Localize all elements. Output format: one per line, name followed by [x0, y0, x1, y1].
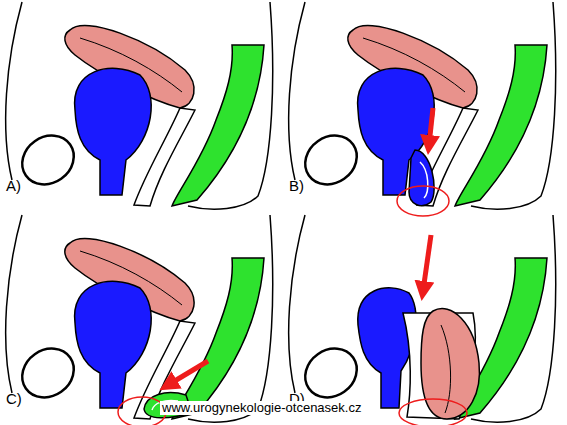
panel-letter: B) — [289, 178, 304, 195]
watermark: www.urogynekologie-otcenasek.cz — [160, 401, 363, 415]
panel-normal — [6, 2, 273, 209]
panel-rectocele — [6, 215, 273, 425]
panel-letter: C) — [6, 391, 22, 408]
panel-uterine-prolapse — [289, 215, 556, 425]
panel-cystocele — [289, 2, 556, 216]
panel-letter: A) — [6, 178, 21, 195]
